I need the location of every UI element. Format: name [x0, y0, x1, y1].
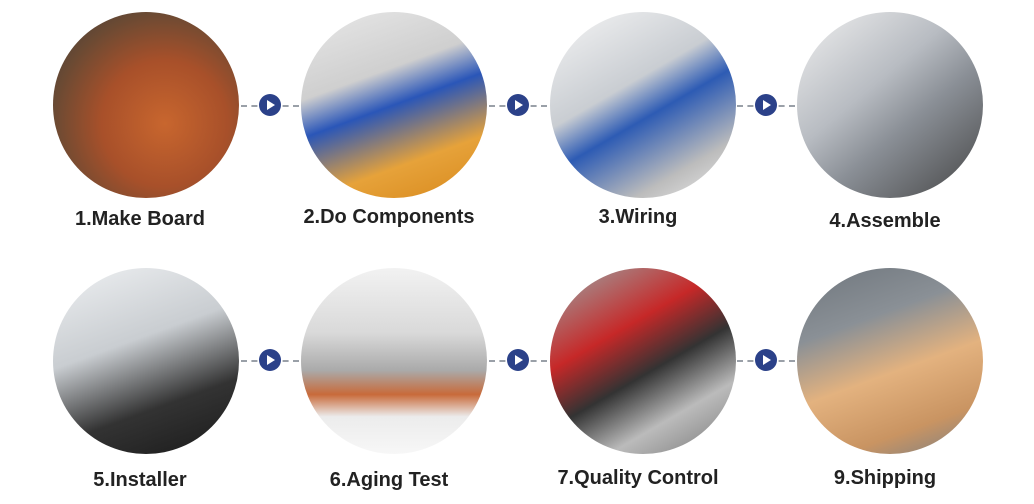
play-arrow-icon [755, 94, 777, 116]
step-photo-make-board [53, 12, 239, 198]
step-label: 9.Shipping [833, 467, 937, 489]
step-photo-installer [53, 268, 239, 454]
step-photo-assemble [797, 12, 983, 198]
connector-arrow [489, 349, 547, 373]
step-label: 1.Make Board [74, 208, 206, 230]
step-photo-quality-control [550, 268, 736, 454]
connector-arrow [737, 349, 795, 373]
step-photo-wiring [550, 12, 736, 198]
play-arrow-icon [507, 349, 529, 371]
play-arrow-icon [507, 94, 529, 116]
step-label: 6.Aging Test [329, 469, 449, 491]
play-arrow-icon [259, 349, 281, 371]
connector-arrow [241, 349, 299, 373]
play-arrow-icon [755, 349, 777, 371]
connector-arrow [241, 94, 299, 118]
step-photo-aging-test [301, 268, 487, 454]
step-label: 4.Assemble [829, 210, 941, 232]
step-label: 5.Installer [93, 469, 187, 491]
step-label: 2.Do Components [303, 206, 475, 228]
step-photo-shipping [797, 268, 983, 454]
play-arrow-icon [259, 94, 281, 116]
connector-arrow [737, 94, 795, 118]
connector-arrow [489, 94, 547, 118]
step-label: 3.Wiring [598, 206, 678, 228]
step-photo-do-components [301, 12, 487, 198]
step-label: 7.Quality Control [557, 467, 719, 489]
